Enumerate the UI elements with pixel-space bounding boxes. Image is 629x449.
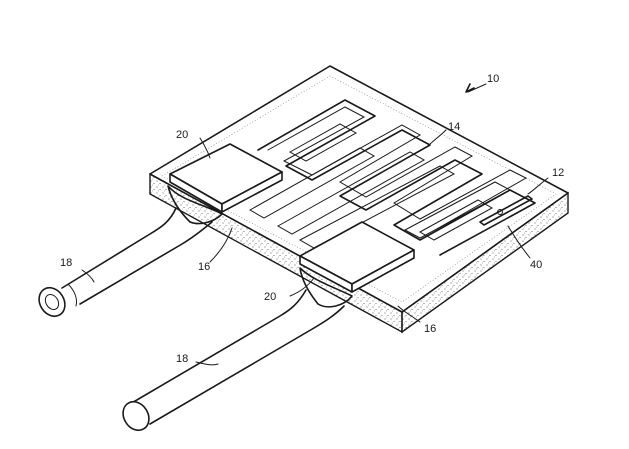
resistor-loop-right xyxy=(403,181,512,239)
trim-slot-end xyxy=(497,209,503,215)
pad-left-side xyxy=(221,171,283,213)
lead-right xyxy=(122,289,345,432)
label-solder-right: 16 xyxy=(424,323,436,335)
label-lead-right: 18 xyxy=(176,353,188,365)
resistor-loop-mid-3 xyxy=(298,165,456,249)
resistor-loop-top xyxy=(288,123,358,162)
lead-left xyxy=(38,207,213,318)
resistor-pattern-outline xyxy=(257,99,536,256)
leader-lines xyxy=(81,83,549,366)
label-device: 10 xyxy=(487,73,499,85)
label-pad-left: 20 xyxy=(176,129,188,141)
resistor-loop-mid-1 xyxy=(248,147,376,219)
pad-right-side xyxy=(351,249,415,293)
trim-slot xyxy=(479,195,533,226)
arrow-icon xyxy=(465,83,475,93)
solder-left xyxy=(167,185,223,225)
label-lead-left: 18 xyxy=(60,257,72,269)
resistor-pattern-track xyxy=(267,106,528,231)
label-resistor-pattern: 14 xyxy=(448,121,460,133)
resistor-loop-mid-2 xyxy=(276,151,426,235)
label-substrate: 12 xyxy=(552,167,564,179)
substrate-rim xyxy=(161,75,557,303)
label-pad-right: 20 xyxy=(264,291,276,303)
solder-right xyxy=(299,267,353,308)
label-solder-left: 16 xyxy=(198,261,210,273)
label-trim-slot: 40 xyxy=(530,259,542,271)
resistor-loop-right-inner xyxy=(418,199,494,241)
